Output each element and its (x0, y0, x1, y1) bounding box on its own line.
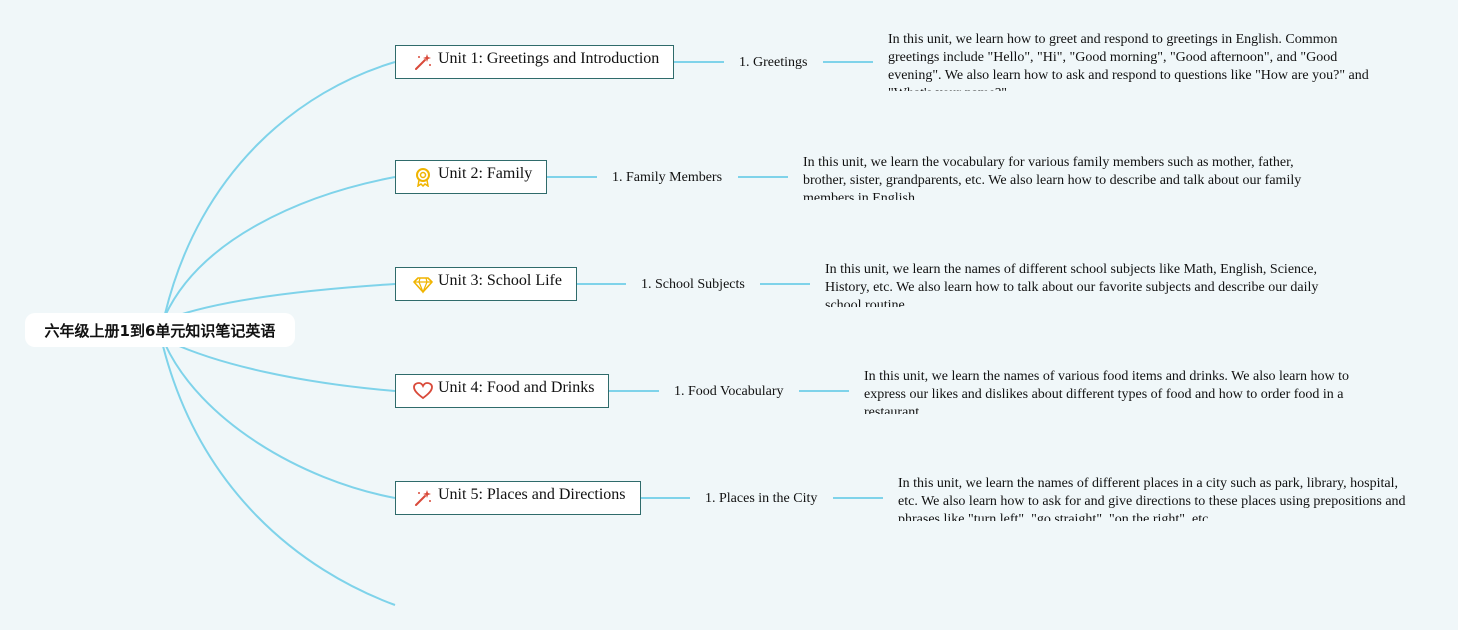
unit-node-1[interactable]: Unit 1: Greetings and Introduction (395, 45, 675, 79)
diamond-icon (412, 273, 434, 295)
medal-icon (412, 166, 434, 188)
unit-node-3[interactable]: Unit 3: School Life (395, 267, 577, 301)
description-3: In this unit, we learn the names of diff… (825, 262, 1319, 307)
magic-wand-icon (412, 487, 434, 509)
topic-node-3[interactable]: 1. School Subjects (641, 277, 745, 292)
unit-node-5[interactable]: Unit 5: Places and Directions (395, 481, 641, 515)
unit-title-2: Unit 2: Family (438, 165, 533, 182)
unit-title-3: Unit 3: School Life (438, 272, 562, 289)
topic-node-1[interactable]: 1. Greetings (739, 55, 808, 70)
topic-node-5[interactable]: 1. Places in the City (705, 491, 818, 506)
branch-link-2 (164, 176, 396, 317)
root-node[interactable]: 六年级上册1到6单元知识笔记英语 (25, 313, 295, 347)
description-4: In this unit, we learn the names of vari… (864, 369, 1350, 414)
description-1: In this unit, we learn how to greet and … (888, 32, 1369, 91)
heart-icon (412, 380, 434, 402)
branch-link-6 (162, 345, 396, 606)
unit-title-1: Unit 1: Greetings and Introduction (438, 50, 660, 67)
topic-node-2[interactable]: 1. Family Members (612, 170, 723, 185)
root-title: 六年级上册1到6单元知识笔记英语 (44, 321, 276, 340)
unit-title-4: Unit 4: Food and Drinks (438, 379, 595, 396)
description-5: In this unit, we learn the names of diff… (898, 476, 1406, 521)
branch-link-3 (169, 283, 396, 319)
unit-title-5: Unit 5: Places and Directions (438, 486, 626, 503)
branch-link-4 (169, 341, 396, 392)
branch-link-1 (164, 61, 396, 315)
topic-node-4[interactable]: 1. Food Vocabulary (674, 384, 784, 399)
unit-node-4[interactable]: Unit 4: Food and Drinks (395, 374, 610, 408)
unit-node-2[interactable]: Unit 2: Family (395, 160, 548, 194)
description-2: In this unit, we learn the vocabulary fo… (803, 155, 1302, 200)
magic-wand-icon (412, 51, 434, 73)
branch-link-5 (164, 343, 396, 499)
